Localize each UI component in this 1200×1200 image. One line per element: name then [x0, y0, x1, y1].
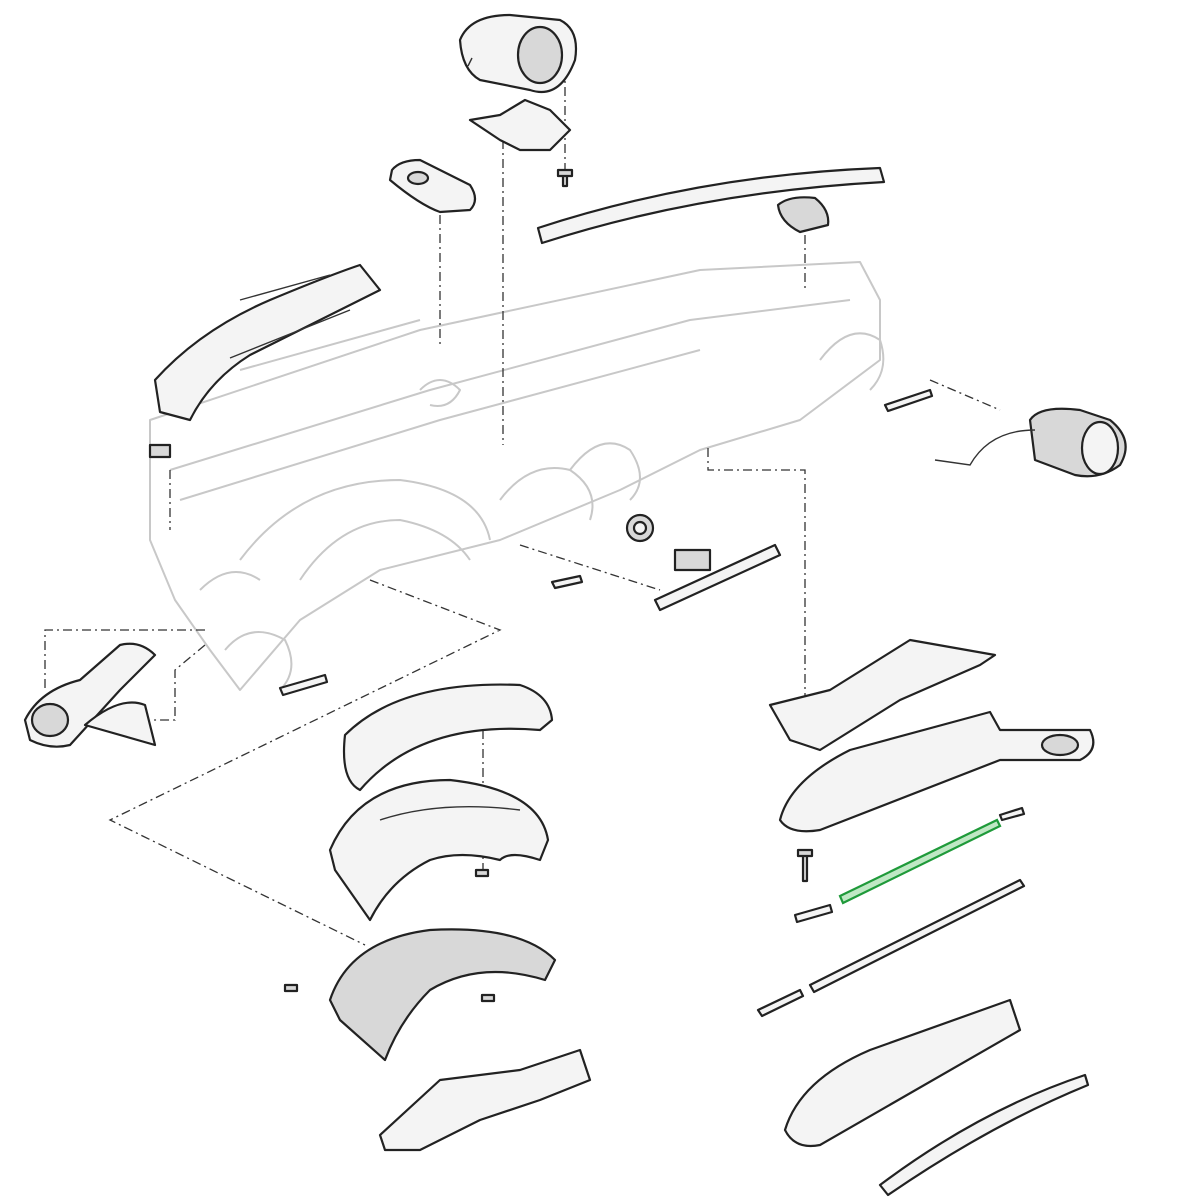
dash-top-pad: [153, 263, 382, 422]
glovebox-inner-panel: [783, 998, 1022, 1148]
trim-strip: [756, 806, 1026, 1018]
trim-clip-lower-left: [278, 673, 329, 697]
lower-trim-strip: [878, 1073, 1090, 1197]
screw-icon: [556, 168, 574, 188]
cluster-housing: [328, 778, 550, 922]
knob-icon: [625, 513, 655, 543]
cluster-lens: [342, 683, 554, 792]
clip-icon: [148, 443, 172, 459]
round-air-vent: [934, 407, 1127, 478]
screw-icon: [480, 993, 496, 1003]
screw-icon: [474, 868, 490, 878]
speaker-cover: [388, 158, 477, 214]
screw-icon: [283, 983, 299, 993]
cluster-shroud: [328, 928, 557, 1062]
side-vent-grille: [776, 196, 830, 234]
trim-clip-right: [883, 388, 934, 413]
gauge-bracket: [468, 98, 572, 152]
gauge-binnacle-cover: [458, 13, 578, 94]
highlighted-seal-strip: [838, 818, 1002, 905]
dashboard-assembly-ghost: [149, 261, 885, 691]
windshield-trim-strip: [536, 166, 886, 245]
cluster-bracket: [378, 1048, 592, 1152]
switch-panel: [653, 543, 782, 612]
glovebox-lid: [778, 710, 1095, 833]
left-vent-duct: [23, 642, 157, 748]
glovebox-bracket: [768, 638, 997, 752]
trim-clip-center: [550, 574, 584, 590]
screw-icon: [796, 848, 814, 883]
